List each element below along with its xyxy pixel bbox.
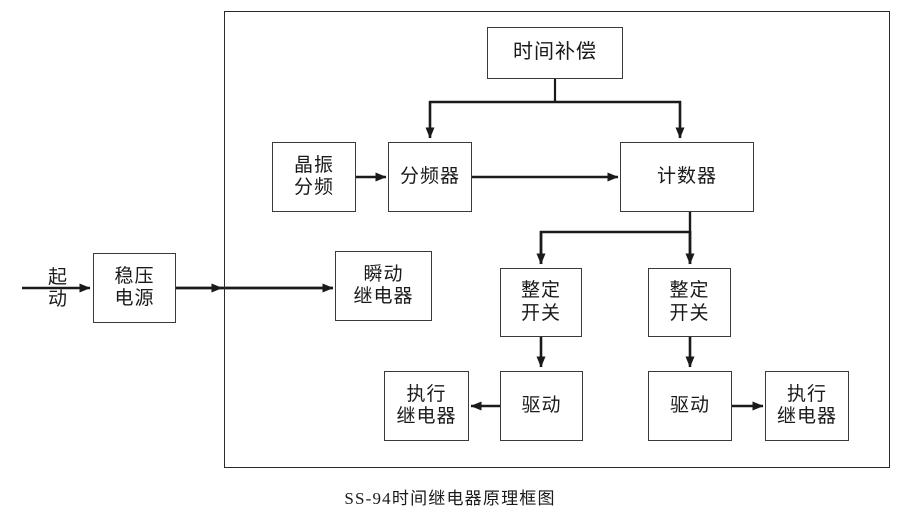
node-time-compensation: 时间补偿 — [487, 27, 623, 79]
node-frequency-divider: 分频器 — [388, 142, 472, 212]
wire-counter-to-setting-switches — [536, 212, 695, 265]
start-input-label-line2: 动 — [47, 289, 68, 310]
node-driver-right: 驱动 — [648, 371, 732, 441]
node-voltage-regulator: 稳压电源 — [93, 253, 176, 323]
node-label-line: 继电器 — [776, 406, 837, 427]
node-actuating-relay-left: 执行继电器 — [384, 371, 469, 441]
node-label-line: 分频器 — [399, 165, 460, 187]
node-label-line: 整定 — [520, 280, 561, 302]
enclosure-border — [224, 11, 890, 468]
node-label-line: 开关 — [669, 302, 710, 324]
node-instant-relay: 瞬动继电器 — [335, 251, 432, 321]
wire-time-compensation-branch — [425, 79, 685, 139]
node-label-line: 执行 — [406, 383, 447, 405]
node-setting-switch-right: 整定开关 — [648, 268, 731, 337]
node-label-line: 瞬动 — [363, 263, 404, 285]
node-counter: 计数器 — [620, 142, 754, 212]
node-label-line: 执行 — [786, 383, 827, 405]
node-label-line: 电源 — [114, 288, 155, 309]
node-label-line: 继电器 — [353, 286, 414, 307]
node-crystal-divider: 晶振分频 — [272, 142, 356, 212]
node-label-line: 计数器 — [656, 165, 717, 187]
node-setting-switch-left: 整定开关 — [500, 268, 582, 337]
node-label-line: 继电器 — [396, 406, 457, 427]
node-driver-left: 驱动 — [500, 371, 583, 441]
node-label-line: 开关 — [520, 302, 561, 324]
node-label-line: 时间补偿 — [513, 41, 597, 64]
node-label-line: 稳压 — [114, 265, 155, 287]
node-label-line: 分频 — [293, 177, 334, 198]
figure-caption: SS-94时间继电器原理框图 — [344, 489, 556, 508]
node-label-line: 整定 — [669, 280, 710, 302]
node-label-line: 驱动 — [669, 394, 710, 416]
start-input-label: 起 动 — [36, 258, 80, 320]
start-input-label-line1: 起 — [47, 266, 68, 288]
node-label-line: 晶振 — [293, 154, 334, 176]
node-label-line: 驱动 — [521, 394, 562, 416]
node-actuating-relay-right: 执行继电器 — [765, 371, 849, 441]
